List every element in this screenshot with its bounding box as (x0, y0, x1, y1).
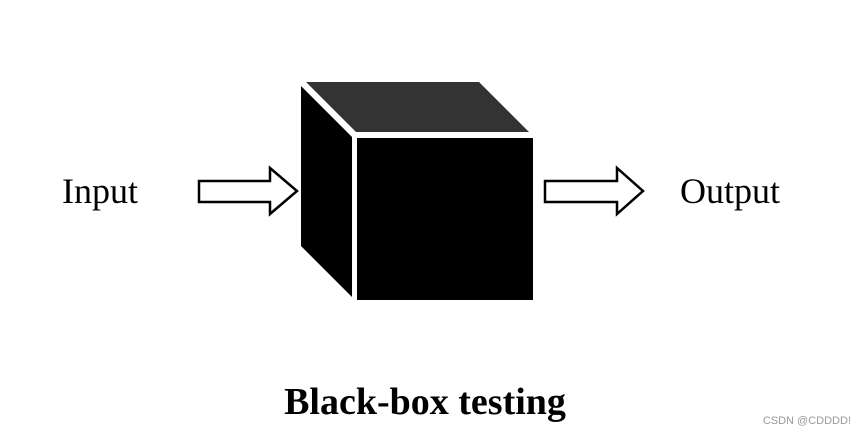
diagram-caption: Black-box testing (284, 381, 566, 423)
watermark: CSDN @CDDDD! (762, 415, 851, 427)
input-arrow (197, 165, 299, 217)
output-label: Output (680, 171, 781, 211)
cube-left-face (301, 86, 352, 297)
output-arrow (543, 165, 645, 217)
cube-top-face (306, 82, 529, 132)
cube-front-face (357, 138, 533, 300)
input-label: Input (62, 171, 138, 211)
